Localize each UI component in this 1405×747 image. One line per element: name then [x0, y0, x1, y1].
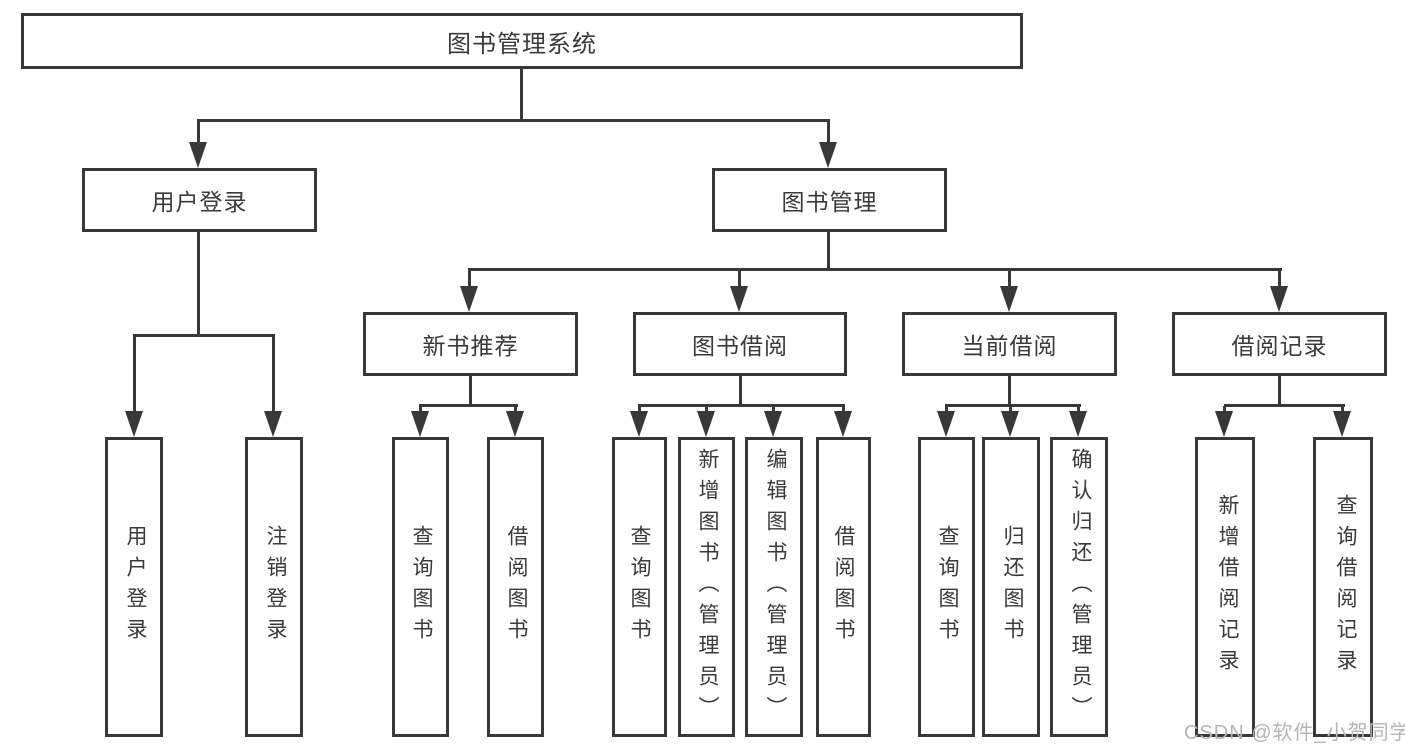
connector-vline: [419, 406, 422, 413]
leaf-borrow-books-borrowing: 借阅图书: [816, 437, 871, 737]
leaf-query-books-current: 查询图书: [918, 437, 975, 737]
node-book-management: 图书管理: [712, 168, 947, 232]
arrow-down-icon: [411, 411, 429, 437]
connector-vline: [1341, 406, 1344, 413]
connector-vline: [1008, 376, 1011, 406]
connector-vline: [1278, 270, 1281, 286]
arrow-down-icon: [1215, 411, 1233, 437]
connector-hline: [468, 268, 1282, 271]
leaf-borrow-books-newbook: 借阅图书: [487, 437, 544, 737]
connector-vline: [827, 121, 830, 144]
arrow-down-icon: [834, 411, 852, 437]
connector-vline: [1223, 406, 1226, 413]
connector-vline: [739, 376, 742, 406]
connector-vline: [133, 336, 136, 413]
node-current-borrowing: 当前借阅: [902, 312, 1117, 376]
connector-vline: [945, 406, 948, 413]
arrow-down-icon: [125, 411, 143, 437]
arrow-down-icon: [697, 411, 715, 437]
arrow-down-icon: [1270, 286, 1288, 312]
arrow-down-icon: [630, 411, 648, 437]
connector-vline: [842, 406, 845, 413]
arrow-down-icon: [1001, 411, 1019, 437]
arrow-down-icon: [1069, 411, 1087, 437]
node-user-login: 用户登录: [82, 168, 317, 232]
arrow-down-icon: [730, 286, 748, 312]
connector-hline: [945, 404, 1081, 407]
node-new-book-recommend: 新书推荐: [363, 312, 578, 376]
connector-vline: [468, 270, 471, 286]
arrow-down-icon: [264, 411, 282, 437]
connector-vline: [705, 406, 708, 413]
connector-vline: [469, 376, 472, 406]
connector-vline: [827, 232, 830, 270]
leaf-add-book-admin: 新增图书（管理员）: [678, 437, 735, 737]
arrow-down-icon: [819, 142, 837, 168]
leaf-query-borrow-record: 查询借阅记录: [1313, 437, 1373, 737]
connector-hline: [1224, 404, 1345, 407]
arrow-down-icon: [460, 286, 478, 312]
leaf-logout: 注销登录: [245, 437, 303, 737]
leaf-add-borrow-record: 新增借阅记录: [1195, 437, 1255, 737]
leaf-confirm-return-admin: 确认归还（管理员）: [1050, 437, 1108, 737]
node-borrowing-records: 借阅记录: [1172, 312, 1387, 376]
connector-hline: [133, 334, 275, 337]
connector-vline: [197, 121, 200, 144]
connector-vline: [197, 232, 200, 336]
arrow-down-icon: [189, 142, 207, 168]
csdn-watermark: CSDN @软件_小贺同学: [1184, 722, 1405, 744]
leaf-query-books-borrowing: 查询图书: [612, 437, 667, 737]
connector-vline: [1009, 406, 1012, 413]
leaf-edit-book-admin: 编辑图书（管理员）: [745, 437, 803, 737]
connector-hline: [638, 404, 845, 407]
connector-vline: [1008, 270, 1011, 286]
arrow-down-icon: [764, 411, 782, 437]
connector-vline: [520, 69, 523, 121]
arrow-down-icon: [506, 411, 524, 437]
connector-vline: [1278, 376, 1281, 406]
connector-vline: [738, 270, 741, 286]
leaf-query-books-newbook: 查询图书: [392, 437, 449, 737]
connector-vline: [1077, 406, 1080, 413]
arrow-down-icon: [1333, 411, 1351, 437]
leaf-user-login: 用户登录: [105, 437, 163, 737]
arrow-down-icon: [937, 411, 955, 437]
connector-vline: [514, 406, 517, 413]
connector-vline: [772, 406, 775, 413]
connector-vline: [638, 406, 641, 413]
connector-vline: [272, 336, 275, 413]
connector-hline: [197, 119, 830, 122]
leaf-return-book: 归还图书: [982, 437, 1040, 737]
node-library-management-system: 图书管理系统: [21, 13, 1023, 69]
arrow-down-icon: [1000, 286, 1018, 312]
node-book-borrowing: 图书借阅: [633, 312, 847, 376]
connector-hline: [419, 404, 518, 407]
